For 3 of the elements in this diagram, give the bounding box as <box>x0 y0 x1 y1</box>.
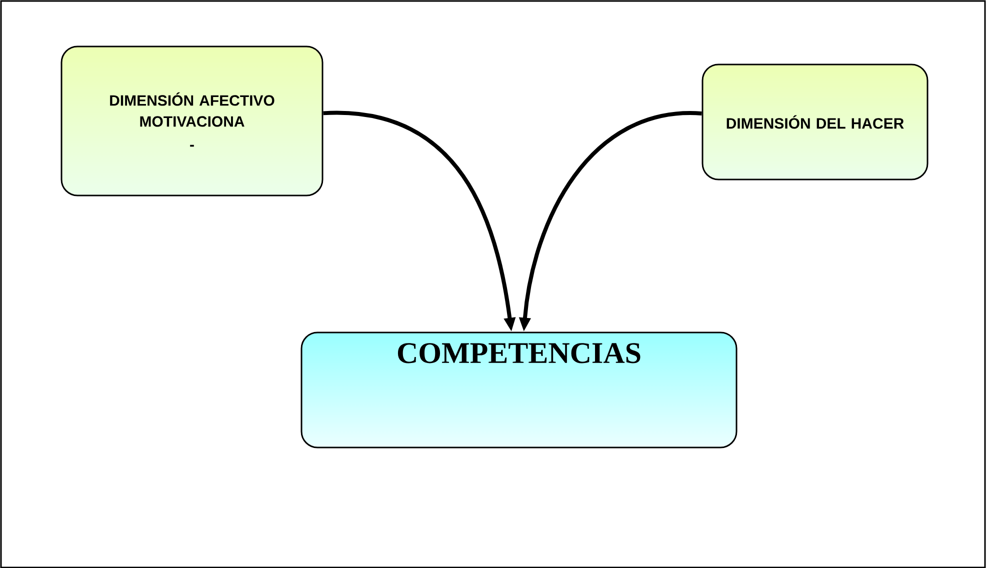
rounded-box: COMPETENCIAS <box>300 332 738 448</box>
rounded-box: DIMENSIÓN DEL HACER <box>702 64 928 180</box>
rounded-box: DIMENSIÓN AFECTIVO MOTIVACIONA - <box>60 46 324 196</box>
